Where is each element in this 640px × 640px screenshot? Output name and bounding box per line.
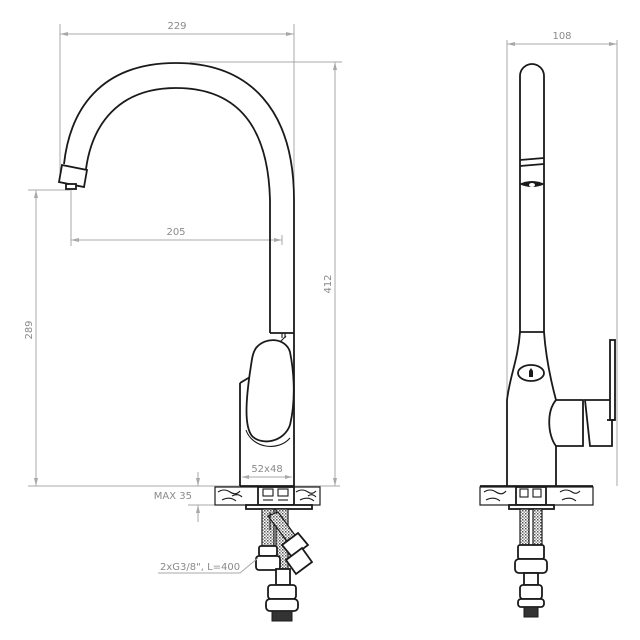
label-max-thickness: MAX 35 bbox=[154, 491, 192, 502]
label-overall-depth: 108 bbox=[552, 31, 571, 42]
label-overall-height: 412 bbox=[323, 274, 334, 293]
label-spout-height: 289 bbox=[24, 320, 35, 339]
side-view: 108 bbox=[479, 31, 618, 618]
supply-hoses bbox=[255, 508, 314, 622]
front-view: 229 205 412 289 52x48 MAX 35 2xG3/8", L=… bbox=[24, 21, 342, 622]
dimension-overall-height bbox=[190, 61, 342, 486]
dimension-overall-width bbox=[59, 24, 295, 190]
label-hoses: 2xG3/8", L=400 bbox=[160, 562, 240, 573]
label-spout-reach: 205 bbox=[166, 227, 185, 238]
dimension-spout-reach bbox=[70, 190, 283, 246]
spout bbox=[57, 62, 295, 333]
dimension-spout-height bbox=[28, 189, 70, 486]
countertop-section bbox=[214, 486, 321, 510]
label-base-size: 52x48 bbox=[251, 464, 282, 475]
hose-callout bbox=[158, 557, 259, 574]
label-overall-width: 229 bbox=[167, 21, 186, 32]
faucet-body bbox=[239, 332, 295, 487]
dimension-base-size bbox=[242, 475, 292, 479]
